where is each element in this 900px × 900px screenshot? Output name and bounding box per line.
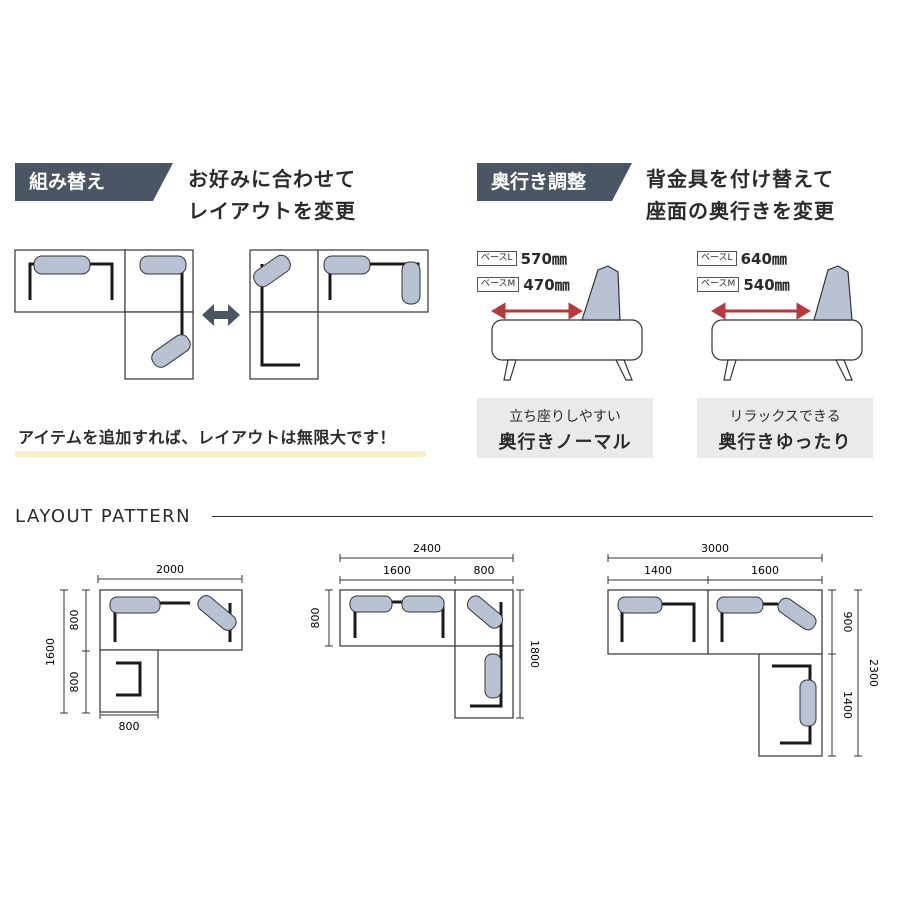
relaxed-caption-line1: リラックスできる: [729, 409, 841, 425]
rearrange-heading-line2: レイアウトを変更: [188, 199, 356, 223]
cushion-icon: [139, 255, 187, 275]
rearrange-heading-line1: お好みに合わせて: [188, 167, 356, 191]
rearrange-heading: お好みに合わせて レイアウトを変更: [188, 163, 356, 227]
dim-top-a: 1400: [644, 564, 672, 577]
layout-pattern-2: 2400 1600 800 800 1800: [309, 542, 541, 719]
infinite-layout-note: アイテムを追加すれば、レイアウトは無限大です！: [18, 428, 396, 447]
rearrange-tag: 組み替え: [15, 163, 173, 201]
cushion-icon: [253, 254, 291, 288]
layout-pattern-title: LAYOUT PATTERN: [15, 506, 192, 527]
layout-pattern-3: 3000 1400 1600 900 1400 2300: [607, 542, 880, 757]
dim-top-b: 800: [474, 564, 495, 577]
dim-bottom: 800: [119, 720, 140, 733]
rearrange-diagram: [14, 249, 429, 380]
section-divider: [212, 516, 873, 517]
swap-arrow-icon: [202, 304, 240, 326]
base-m-badge: ベースM: [477, 277, 520, 292]
normal-caption-line1: 立ち座りしやすい: [509, 409, 621, 425]
relaxed-sofa-side-view: [711, 265, 863, 381]
backrest-frame: [260, 264, 300, 367]
base-m-value: 540㎜: [743, 276, 790, 294]
cushion-icon: [323, 255, 371, 275]
relaxed-caption: リラックスできる 奥行きゆったり: [697, 398, 873, 458]
cushion-icon: [151, 334, 191, 368]
base-l-badge: ベースL: [697, 251, 737, 266]
backrest-icon: [581, 265, 621, 321]
backrest-icon: [813, 265, 853, 321]
dim-left-a: 800: [68, 610, 81, 631]
dim-right-a: 900: [841, 612, 854, 633]
base-l-badge: ベースL: [477, 251, 517, 266]
relaxed-caption-line2: 奥行きゆったり: [718, 432, 852, 453]
tag-background: [477, 163, 632, 201]
tag-background: [15, 163, 173, 201]
layout-pattern-1: 2000 1600 800 800 800: [44, 563, 243, 733]
dim-right-total: 2300: [867, 659, 880, 687]
depth-arrow-icon: [491, 302, 583, 320]
note-highlight: [15, 451, 426, 457]
dim-left-b: 800: [68, 672, 81, 693]
depth-heading-line2: 座面の奥行きを変更: [646, 199, 835, 223]
dim-top: 2000: [156, 563, 184, 576]
dim-top-b: 1600: [751, 564, 779, 577]
depth-heading: 背金具を付け替えて 座面の奥行きを変更: [646, 163, 835, 227]
dim-right-b: 1400: [841, 691, 854, 719]
normal-sofa-side-view: [491, 265, 643, 381]
dim-right: 1800: [528, 640, 541, 668]
cushion-icon: [401, 261, 421, 305]
dim-left-total: 1600: [44, 638, 57, 666]
dim-left: 800: [309, 608, 322, 629]
base-l-value: 640㎜: [740, 250, 787, 268]
depth-arrow-icon: [711, 302, 811, 320]
rearrange-tag-label: 組み替え: [29, 171, 106, 193]
depth-heading-line1: 背金具を付け替えて: [646, 167, 834, 191]
normal-caption: 立ち座りしやすい 奥行きノーマル: [477, 398, 653, 458]
base-l-value: 570㎜: [520, 250, 567, 268]
dim-top-total: 3000: [701, 542, 729, 555]
base-m-badge: ベースM: [697, 277, 740, 292]
depth-tag: 奥行き調整: [477, 163, 632, 201]
normal-caption-line2: 奥行きノーマル: [498, 432, 632, 453]
dim-top-a: 1600: [383, 564, 411, 577]
sofa-module: [249, 311, 319, 380]
base-m-value: 470㎜: [523, 276, 570, 294]
cushion-icon: [33, 255, 91, 275]
depth-tag-label: 奥行き調整: [491, 171, 587, 193]
dim-top-total: 2400: [413, 542, 441, 555]
